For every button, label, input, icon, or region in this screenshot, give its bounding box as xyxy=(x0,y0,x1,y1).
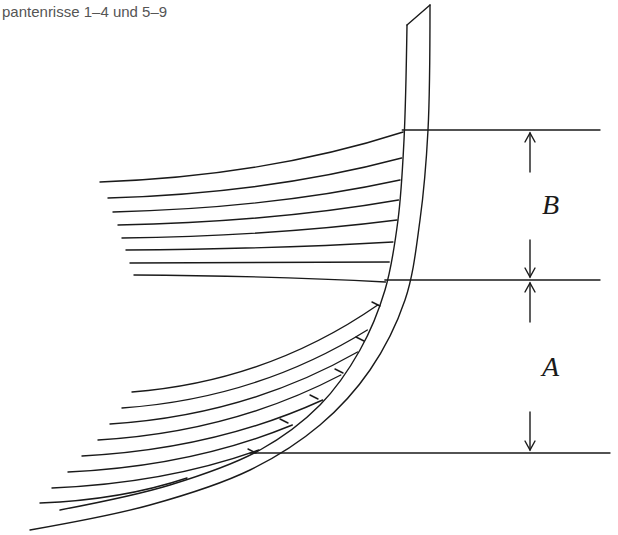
tick-mark xyxy=(310,395,318,399)
frame-line xyxy=(110,352,358,424)
arrowhead xyxy=(525,268,535,277)
stem-inner-edge xyxy=(60,25,407,510)
frame-line xyxy=(108,158,402,198)
reference-line xyxy=(250,452,610,453)
frame-line xyxy=(118,200,399,225)
tick-mark xyxy=(280,419,288,423)
reference-line xyxy=(385,279,600,280)
tick-mark xyxy=(356,337,364,341)
dimension-line xyxy=(529,283,530,322)
frame-line xyxy=(122,330,367,408)
tick-mark xyxy=(335,369,343,373)
dimension-line xyxy=(529,133,530,172)
stem-top xyxy=(407,5,430,25)
dimension-label: B xyxy=(542,190,559,221)
tick-mark xyxy=(372,302,380,306)
arrowhead xyxy=(525,283,535,292)
dimension-label: A xyxy=(542,352,559,383)
frame-line xyxy=(122,220,397,238)
frame-line xyxy=(40,478,187,503)
arrowhead xyxy=(525,441,535,450)
frame-line xyxy=(130,262,389,263)
reference-line xyxy=(402,129,600,130)
dimension-line xyxy=(529,240,530,277)
frame-line xyxy=(134,275,385,282)
frame-line xyxy=(52,450,259,488)
figure-heading: pantenrisse 1–4 und 5–9 xyxy=(2,4,167,21)
frame-line xyxy=(68,425,292,472)
dimension-line xyxy=(529,412,530,450)
frame-line xyxy=(132,305,378,392)
arrowhead xyxy=(525,133,535,142)
frame-line xyxy=(100,132,403,182)
frame-line xyxy=(126,242,393,250)
stem-outer-edge xyxy=(30,5,430,530)
